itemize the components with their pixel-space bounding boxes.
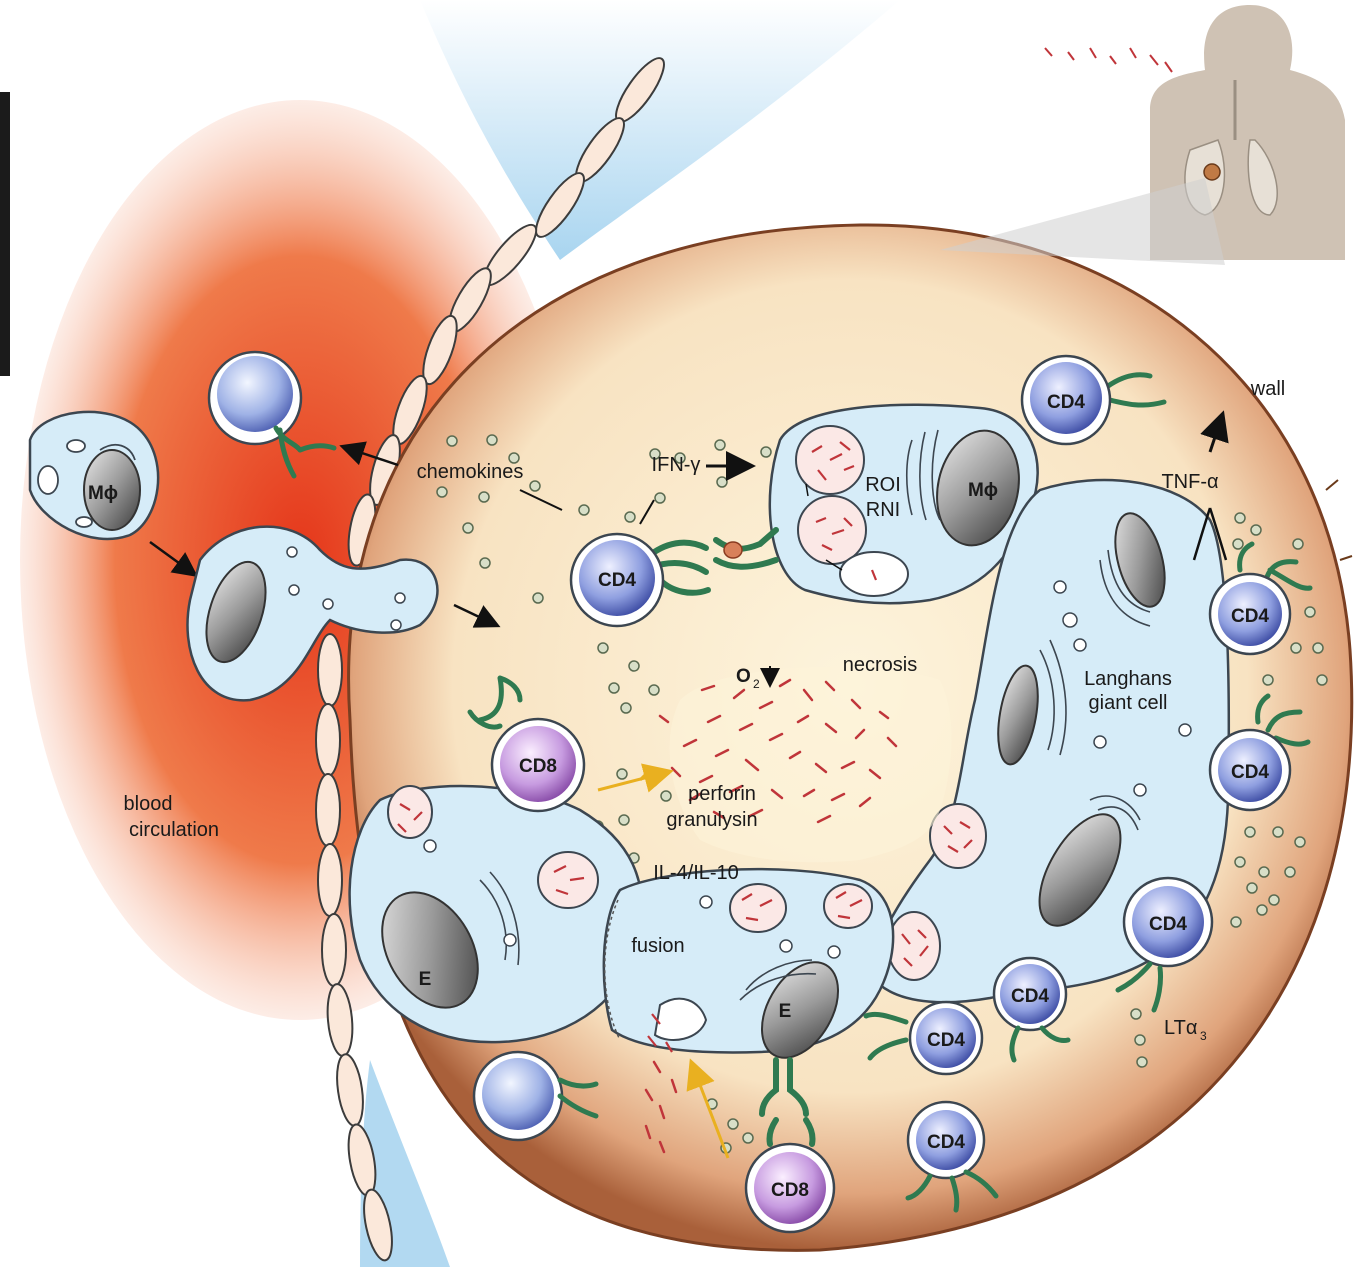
cd4-label-7: CD4 [927,1030,965,1051]
necrosis-label: necrosis [843,654,917,676]
epithelioid-label-1: E [419,969,432,990]
langhans-label-1: Langhans [1084,668,1172,690]
il4-il10-label: IL-4/IL-10 [653,862,739,884]
roi-label: ROI [865,474,901,496]
edge-bar [0,92,10,376]
chemokines-label: chemokines [417,461,524,483]
epithelioid-cell-left: E [350,786,643,1042]
cd4-cell-center: CD4 [571,534,663,626]
rni-label: RNI [866,499,900,521]
cd4-label: CD4 [598,570,636,591]
perforin-label: perforin [688,783,756,805]
fusion-label: fusion [631,935,684,957]
cd4-label-4: CD4 [1231,762,1269,783]
epithelioid-label-2: E [779,1001,792,1022]
cd4-label-3: CD4 [1231,606,1269,627]
cd4-label-6: CD4 [1011,986,1049,1007]
granulysin-label: granulysin [666,809,757,831]
o2-subscript: 2 [753,677,760,691]
cd8-label-2: CD8 [771,1180,809,1201]
ifn-gamma-label: IFN-γ [652,454,701,476]
cd4-label-5: CD4 [1149,914,1187,935]
macrophage-label: Mϕ [88,483,118,504]
lt-alpha-subscript: 3 [1200,1029,1207,1043]
cd8-label-1: CD8 [519,756,557,777]
wall-label: wall [1250,378,1285,400]
lt-alpha-label: LTα [1164,1017,1197,1039]
blood-label-2: circulation [129,819,219,841]
cd4-label-2: CD4 [1047,392,1085,413]
body-inset [940,5,1345,265]
o2-label: O [736,666,751,687]
macrophage-label-2: Mϕ [968,480,998,501]
langhans-label-2: giant cell [1089,692,1168,714]
cd4-label-8: CD4 [927,1132,965,1153]
tnf-alpha-label: TNF-α [1161,471,1218,493]
blood-label-1: blood [124,793,173,815]
